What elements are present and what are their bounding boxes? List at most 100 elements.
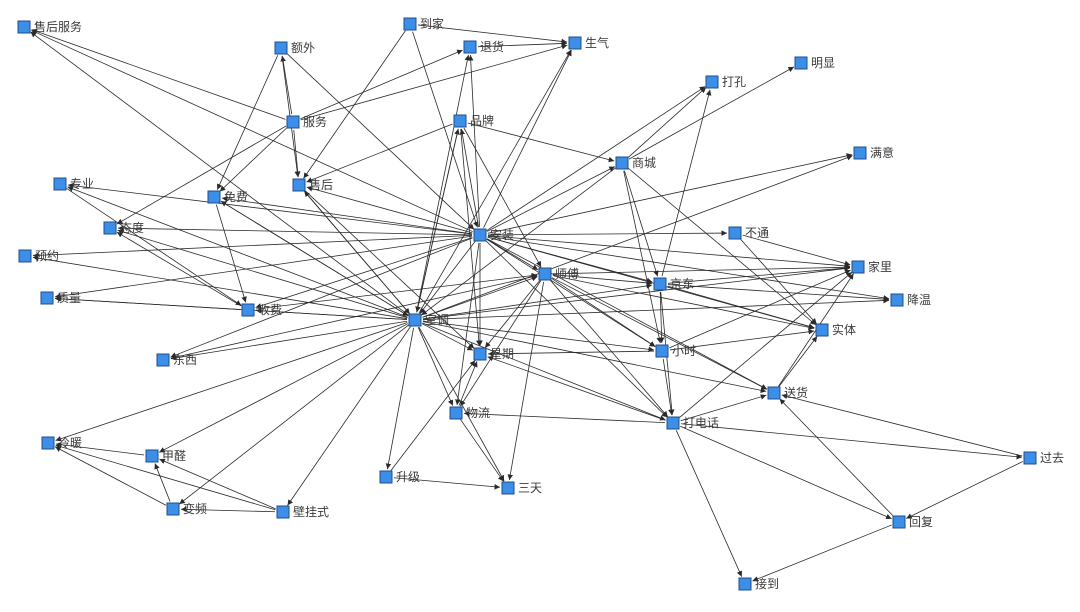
node-marker[interactable] — [655, 344, 669, 358]
node-label: 实体 — [832, 322, 856, 337]
node-mingxian[interactable]: 明显 — [794, 56, 835, 70]
node-guoqu[interactable]: 过去 — [1023, 451, 1064, 465]
edge-anzhuang-jiali — [487, 235, 851, 269]
edge-biguashi-bianpin — [180, 506, 276, 513]
node-taidu[interactable]: 态度 — [103, 220, 144, 235]
node-marker[interactable] — [615, 156, 629, 170]
node-huifu[interactable]: 回复 — [892, 515, 933, 529]
node-marker[interactable] — [738, 577, 752, 591]
node-marker[interactable] — [653, 277, 667, 291]
node-marker[interactable] — [568, 36, 582, 50]
node-marker[interactable] — [794, 56, 808, 70]
node-xiaoshi[interactable]: 小时 — [655, 344, 696, 358]
node-marker[interactable] — [1023, 451, 1037, 465]
node-marker[interactable] — [41, 436, 55, 450]
node-marker[interactable] — [705, 75, 719, 89]
node-dadianhua[interactable]: 打电话 — [666, 416, 719, 430]
node-shouhou[interactable]: 售后 — [292, 177, 333, 192]
edge-anzhuang-kongtiao — [419, 241, 476, 314]
edge-shifu-xingqi — [484, 279, 541, 349]
node-marker[interactable] — [207, 190, 221, 204]
node-marker[interactable] — [53, 177, 67, 191]
node-fuwu[interactable]: 服务 — [286, 114, 327, 129]
edge-shoufei-taidu — [116, 231, 242, 307]
node-yuyue[interactable]: 预约 — [18, 248, 59, 263]
node-kongtiao[interactable]: 空调 — [408, 313, 449, 327]
edge-xiaoshi-dadianhua — [662, 358, 674, 416]
node-marker[interactable] — [453, 114, 467, 128]
edge-dadianhua-guoqu — [680, 423, 1023, 460]
edge-anzhuang-shengqi — [483, 49, 572, 229]
node-manyi[interactable]: 满意 — [853, 145, 894, 160]
node-marker[interactable] — [379, 470, 393, 484]
node-marker[interactable] — [890, 293, 904, 307]
node-pinpai[interactable]: 品牌 — [453, 114, 494, 128]
edge-jingdong-shiti — [667, 285, 815, 329]
node-jiangwen[interactable]: 降温 — [890, 293, 931, 307]
node-lengnuan[interactable]: 冷暖 — [41, 436, 82, 450]
node-songhuo[interactable]: 送货 — [767, 385, 808, 400]
node-marker[interactable] — [103, 221, 117, 235]
node-dakong[interactable]: 打孔 — [705, 75, 746, 89]
node-shiti[interactable]: 实体 — [815, 322, 856, 337]
edge-ewai-mianfei — [216, 55, 279, 190]
node-jiedao[interactable]: 接到 — [738, 576, 779, 591]
node-marker[interactable] — [815, 323, 829, 337]
node-marker[interactable] — [17, 20, 31, 34]
node-marker[interactable] — [276, 505, 290, 519]
node-marker[interactable] — [145, 449, 159, 463]
node-butong[interactable]: 不通 — [728, 226, 769, 240]
node-marker[interactable] — [767, 386, 781, 400]
node-zhuanye[interactable]: 专业 — [53, 176, 94, 191]
node-mianfei[interactable]: 免费 — [207, 189, 248, 204]
node-marker[interactable] — [853, 146, 867, 160]
node-santian[interactable]: 三天 — [501, 481, 542, 495]
edge-pinpai-shouhou — [306, 123, 453, 183]
node-marker[interactable] — [449, 406, 463, 420]
node-wuliu[interactable]: 物流 — [449, 406, 490, 420]
node-shengji[interactable]: 升级 — [379, 470, 420, 484]
node-marker[interactable] — [166, 502, 180, 516]
node-marker[interactable] — [666, 416, 680, 430]
node-marker[interactable] — [473, 347, 487, 361]
node-marker[interactable] — [241, 303, 255, 317]
node-biguashi[interactable]: 壁挂式 — [276, 504, 329, 519]
node-marker[interactable] — [286, 115, 300, 129]
node-jingdong[interactable]: 京东 — [653, 277, 694, 291]
node-tuihuo[interactable]: 退货 — [463, 39, 504, 54]
node-anzhuang[interactable]: 安装 — [473, 227, 514, 242]
node-marker[interactable] — [40, 291, 54, 305]
node-marker[interactable] — [156, 353, 170, 367]
node-marker[interactable] — [851, 260, 865, 274]
node-marker[interactable] — [463, 40, 477, 54]
node-label: 打孔 — [722, 75, 746, 89]
node-label: 服务 — [303, 114, 327, 129]
node-marker[interactable] — [18, 249, 32, 263]
edge-anzhuang-tuihuo — [467, 54, 480, 228]
node-marker[interactable] — [728, 226, 742, 240]
edge-pinpai-xingqi — [460, 128, 482, 347]
node-jiali[interactable]: 家里 — [851, 259, 892, 274]
node-xingqi[interactable]: 星期 — [473, 347, 514, 361]
node-bianpin[interactable]: 变频 — [166, 501, 207, 516]
node-marker[interactable] — [501, 481, 515, 495]
node-marker[interactable] — [403, 17, 417, 31]
node-zhiliang[interactable]: 质量 — [40, 291, 81, 305]
node-ewai[interactable]: 额外 — [274, 41, 315, 55]
node-shifu[interactable]: 师傅 — [538, 267, 579, 281]
node-marker[interactable] — [292, 178, 306, 192]
node-dongxi[interactable]: 东西 — [156, 353, 197, 367]
edge-kongtiao-yuyue — [32, 255, 408, 320]
node-shouhou_fuwu[interactable]: 售后服务 — [17, 19, 82, 34]
node-marker[interactable] — [473, 228, 487, 242]
node-jiaquan[interactable]: 甲醛 — [145, 448, 186, 463]
node-marker[interactable] — [408, 313, 422, 327]
node-marker[interactable] — [892, 515, 906, 529]
node-marker[interactable] — [274, 41, 288, 55]
node-shangcheng[interactable]: 商城 — [615, 155, 656, 170]
node-shoufei[interactable]: 收费 — [241, 303, 282, 317]
edge-anzhuang-pinpai — [459, 128, 480, 228]
node-daojia[interactable]: 到家 — [403, 16, 444, 31]
node-marker[interactable] — [538, 267, 552, 281]
node-shengqi[interactable]: 生气 — [568, 35, 609, 50]
